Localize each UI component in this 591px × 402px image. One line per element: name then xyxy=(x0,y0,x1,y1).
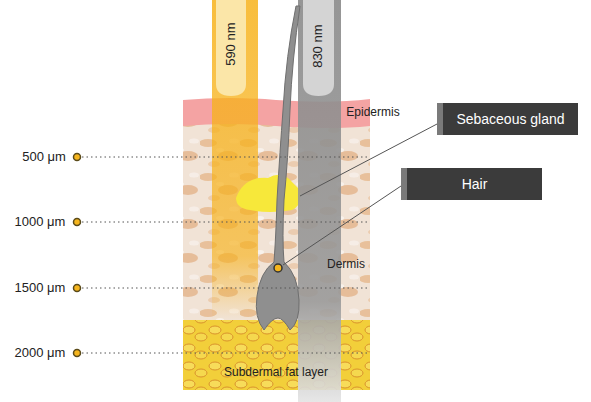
hair-follicle xyxy=(256,6,300,330)
laser-beam xyxy=(298,0,341,402)
leader-line xyxy=(283,186,401,265)
sebaceous-gland xyxy=(236,175,300,212)
callout-label: Hair xyxy=(462,176,488,192)
callout-box: Sebaceous gland xyxy=(437,103,578,135)
depth-lines xyxy=(82,157,370,353)
depth-label: 1500 μm xyxy=(15,281,66,295)
beam-core xyxy=(303,0,334,96)
callout-dot xyxy=(274,264,282,272)
wavelength-label: 590 nm xyxy=(224,22,238,65)
layer-label: Dermis xyxy=(327,258,365,271)
epidermis-layer xyxy=(183,98,370,128)
fat-layer xyxy=(183,320,370,390)
depth-label: 2000 μm xyxy=(15,346,66,360)
laser-beam xyxy=(212,0,258,320)
wavelength-label: 830 nm xyxy=(311,24,325,67)
beam-core xyxy=(216,0,246,96)
depth-label: 500 μm xyxy=(22,150,66,164)
depth-markers xyxy=(74,154,81,357)
callout-box: Hair xyxy=(401,168,542,200)
depth-label: 1000 μm xyxy=(15,215,66,229)
layer-label: Subdermal fat layer xyxy=(224,366,328,379)
layer-label: Epidermis xyxy=(346,106,399,119)
callout-label: Sebaceous gland xyxy=(456,111,564,127)
